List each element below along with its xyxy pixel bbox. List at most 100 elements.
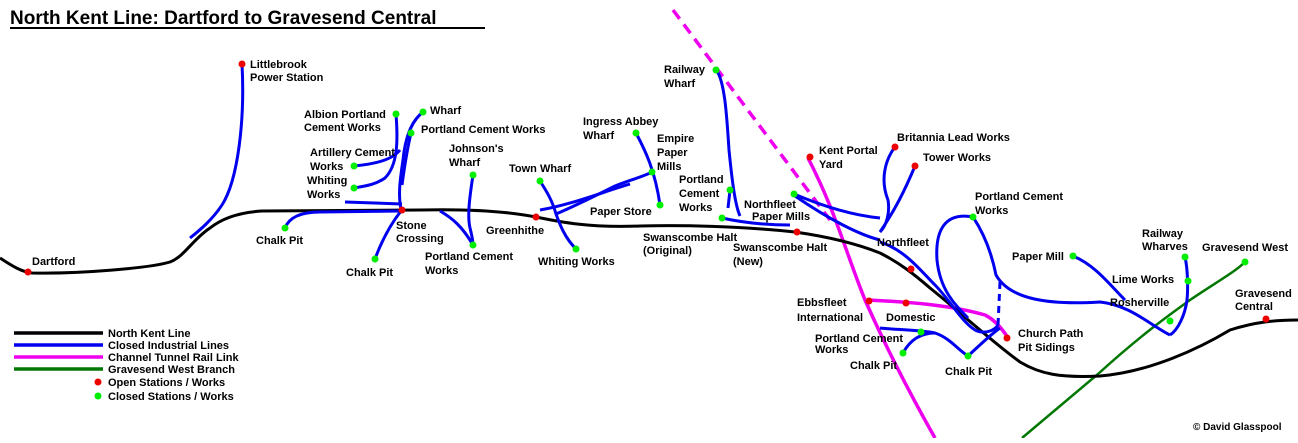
label-johnsons-2: Wharf bbox=[449, 157, 481, 169]
label-church-path-1: Church Path bbox=[1018, 328, 1084, 340]
railway-wharf-line bbox=[714, 68, 742, 217]
station-dot-tower-works bbox=[911, 162, 919, 170]
legend-label-open: Open Stations / Works bbox=[108, 377, 225, 389]
label-whiting-2: Works bbox=[307, 189, 340, 201]
station-dot bbox=[1166, 317, 1174, 325]
station-dot bbox=[656, 201, 664, 209]
station-dot-domestic bbox=[902, 299, 910, 307]
station-dot bbox=[790, 190, 798, 198]
label-empire-3: Mills bbox=[657, 161, 681, 173]
station-dot-kent-portal bbox=[806, 153, 814, 161]
legend-label-closed: Closed Stations / Works bbox=[108, 391, 234, 403]
label-kent-portal-2: Yard bbox=[819, 159, 843, 171]
station-dot bbox=[648, 168, 656, 176]
label-gravesend-central-1: Gravesend bbox=[1235, 288, 1292, 300]
station-dot-swanscombe-new bbox=[793, 228, 801, 236]
northfleet-pm-line bbox=[793, 192, 881, 220]
legend-label-north-kent: North Kent Line bbox=[108, 328, 191, 340]
station-dot bbox=[726, 186, 734, 194]
legend-swatch-open bbox=[94, 378, 102, 386]
station-dot-ebbsfleet bbox=[865, 297, 873, 305]
label-railway-wharf-2: Wharf bbox=[664, 78, 696, 90]
station-dot bbox=[1181, 253, 1189, 261]
station-dot-dartford bbox=[24, 268, 32, 276]
label-northfleet: Northfleet bbox=[877, 237, 929, 249]
label-greenhithe: Greenhithe bbox=[486, 225, 544, 237]
label-swans-orig-1: Swanscombe Halt bbox=[643, 232, 737, 244]
artillery-line bbox=[353, 148, 402, 168]
paper-mill-line bbox=[1072, 254, 1127, 302]
legend-swatch-closed bbox=[94, 392, 102, 400]
label-paper-mill: Paper Mill bbox=[1012, 251, 1064, 263]
station-dot-northfleet bbox=[907, 265, 915, 273]
label-artillery-2: Works bbox=[310, 161, 343, 173]
station-dot bbox=[712, 66, 720, 74]
label-gravesend-central-2: Central bbox=[1235, 301, 1273, 313]
label-chalk-pit-west: Chalk Pit bbox=[256, 235, 303, 247]
label-ebbsfleet-2: International bbox=[797, 312, 863, 324]
label-ingress-2: Wharf bbox=[583, 130, 615, 142]
station-dot bbox=[407, 129, 415, 137]
ctrl-domestic-spur bbox=[867, 298, 1010, 339]
label-britannia: Britannia Lead Works bbox=[897, 132, 1010, 144]
label-kent-portal-1: Kent Portal bbox=[819, 145, 878, 157]
legend-label-gravesend-west: Gravesend West Branch bbox=[108, 364, 235, 376]
label-stone-1: Stone bbox=[396, 220, 427, 232]
label-wharf: Wharf bbox=[430, 105, 462, 117]
industrial-lines bbox=[189, 63, 1190, 358]
station-dot-littlebrook bbox=[238, 60, 246, 68]
portland-nf-line bbox=[935, 214, 974, 320]
legend-label-industrial: Closed Industrial Lines bbox=[108, 340, 229, 352]
station-dot bbox=[392, 110, 400, 118]
label-town-wharf: Town Wharf bbox=[509, 163, 571, 175]
station-dot bbox=[632, 129, 640, 137]
label-gravesend-west: Gravesend West bbox=[1202, 242, 1288, 254]
label-albion-2: Cement Works bbox=[304, 122, 381, 134]
label-portland-cw-mid-2: Works bbox=[425, 265, 458, 277]
station-dot bbox=[969, 213, 977, 221]
label-artillery-1: Artillery Cement bbox=[310, 147, 395, 159]
label-empire-2: Paper bbox=[657, 147, 688, 159]
label-portland-cw-top: Portland Cement Works bbox=[421, 124, 546, 136]
place-labels: Dartford Littlebrook Power Station Albio… bbox=[32, 59, 1292, 378]
label-railway-wharf-1: Railway bbox=[664, 64, 706, 76]
label-empire-1: Empire bbox=[657, 133, 694, 145]
legend: North Kent Line Closed Industrial Lines … bbox=[14, 328, 239, 403]
northfleet-loop bbox=[879, 240, 1000, 334]
station-dot bbox=[1184, 277, 1192, 285]
label-portland-nf-2: Works bbox=[975, 205, 1008, 217]
station-dot bbox=[964, 352, 972, 360]
station-dot bbox=[718, 214, 726, 222]
station-dot bbox=[350, 162, 358, 170]
station-dot bbox=[899, 349, 907, 357]
closed-stations bbox=[281, 66, 1249, 360]
label-chalk-pit-stone: Chalk Pit bbox=[346, 267, 393, 279]
label-railway-wharves-1: Railway bbox=[1142, 228, 1184, 240]
empire-line bbox=[634, 132, 662, 206]
open-stations bbox=[24, 60, 1270, 342]
station-dot-stone-crossing bbox=[398, 206, 406, 214]
ctrl-dashed-segment bbox=[671, 8, 832, 222]
label-chalk-pit-low: Chalk Pit bbox=[850, 360, 897, 372]
wharf-line bbox=[398, 110, 424, 210]
label-ebbsfleet-1: Ebbsfleet bbox=[797, 297, 847, 309]
label-portland-low-1: Portland Cement bbox=[815, 333, 903, 345]
chalk-pit-west-line bbox=[283, 209, 401, 229]
station-dot bbox=[1241, 258, 1249, 266]
label-swans-new-2: (New) bbox=[733, 256, 763, 268]
label-littlebrook-2: Power Station bbox=[250, 72, 324, 84]
railway-wharves-line bbox=[1169, 256, 1190, 337]
stone-chalk-pit-line bbox=[373, 210, 403, 260]
station-dot bbox=[536, 177, 544, 185]
station-dot-britannia bbox=[891, 143, 899, 151]
label-domestic: Domestic bbox=[886, 312, 936, 324]
station-dot bbox=[469, 171, 477, 179]
label-northfleet-pm-1: Northfleet bbox=[744, 199, 796, 211]
station-dot bbox=[1069, 252, 1077, 260]
label-albion-1: Albion Portland bbox=[304, 109, 386, 121]
station-dot bbox=[419, 108, 427, 116]
label-whiting-1: Whiting bbox=[307, 175, 347, 187]
ctrl-lines bbox=[671, 8, 1010, 439]
